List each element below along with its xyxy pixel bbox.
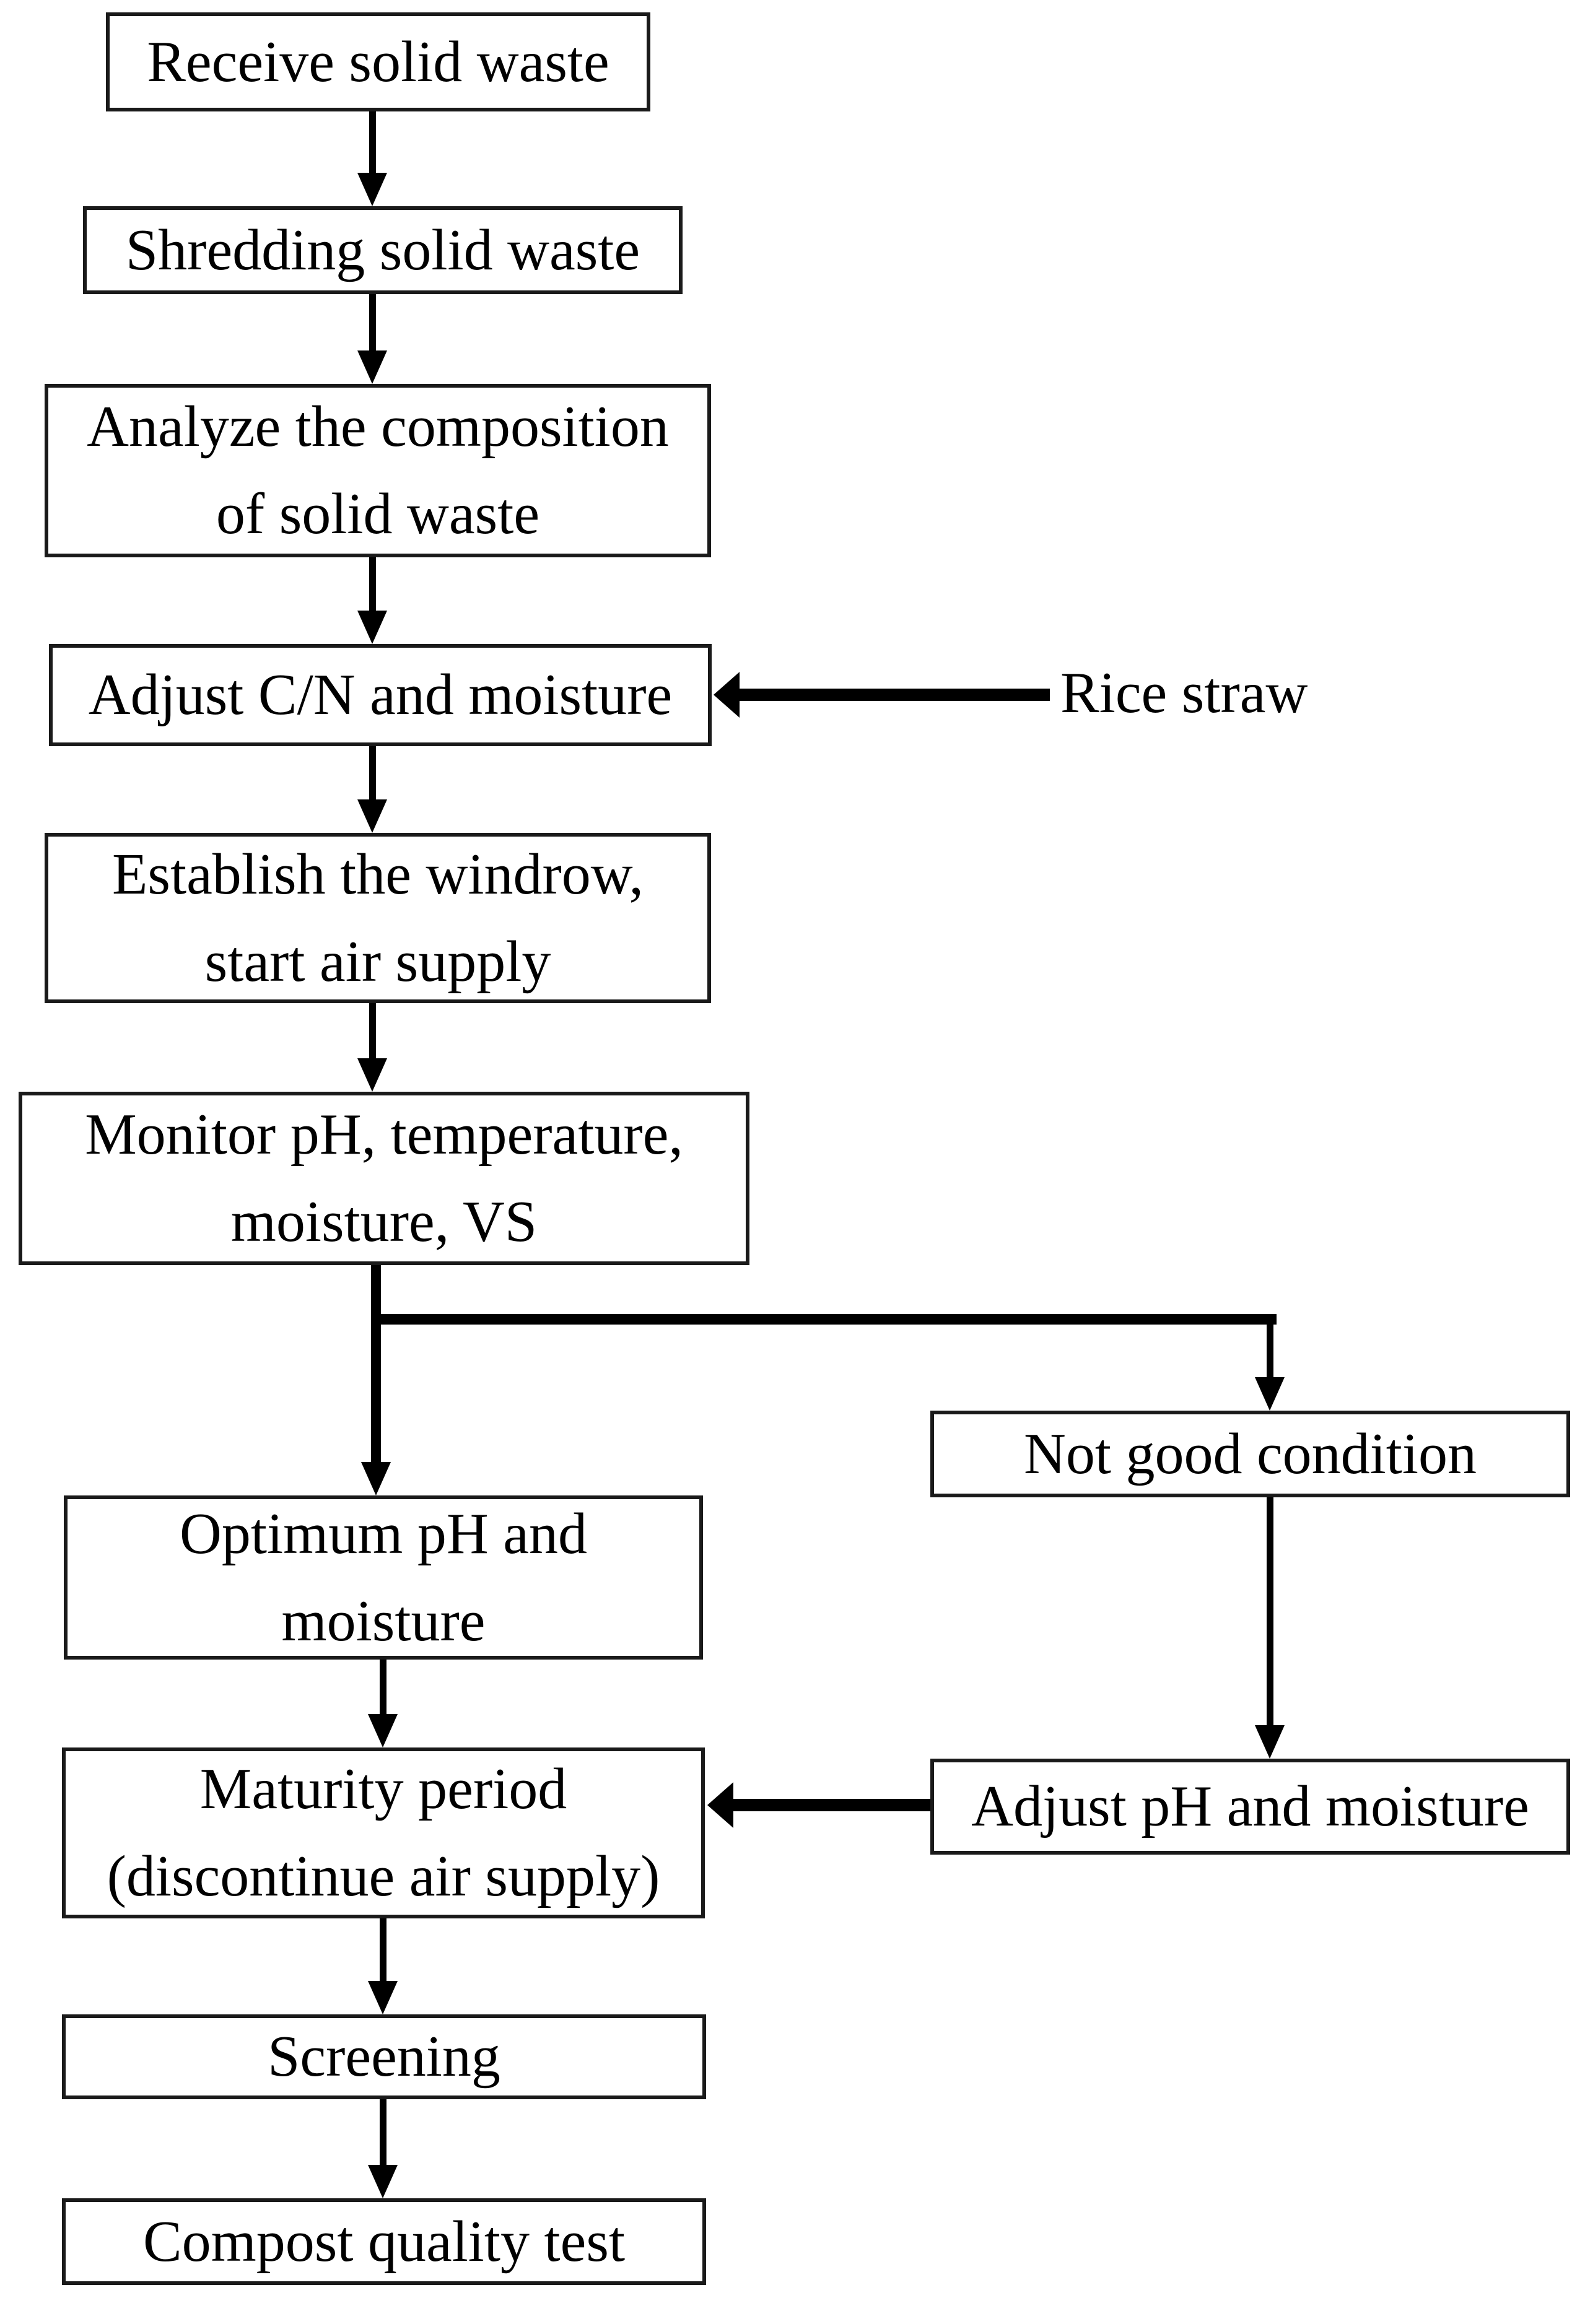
arrow-adjustcn-to-establish-head (357, 799, 387, 833)
node-optimum-ph-moisture: Optimum pH and moisture (64, 1495, 703, 1660)
node-adjust-ph-moisture-label: Adjust pH and moisture (971, 1774, 1529, 1839)
arrow-adjustph-to-maturity-head (707, 1782, 733, 1828)
arrow-ricestraw-to-adjustcn-shaft (737, 689, 1050, 701)
node-receive-solid-waste: Receive solid waste (106, 12, 650, 111)
node-compost-quality-test: Compost quality test (62, 2198, 706, 2285)
node-shredding-solid-waste-label: Shredding solid waste (125, 217, 640, 282)
node-screening-label: Screening (268, 2024, 500, 2089)
node-monitor-parameters: Monitor pH, temperature, moisture, VS (19, 1092, 749, 1265)
branch-line-monitor-to-notgood (371, 1314, 1277, 1325)
label-rice-straw: Rice straw (1060, 661, 1308, 725)
node-screening: Screening (62, 2014, 706, 2099)
node-not-good-condition: Not good condition (930, 1411, 1570, 1497)
node-monitor-parameters-label: Monitor pH, temperature, moisture, VS (85, 1102, 683, 1254)
node-adjust-cn-moisture: Adjust C/N and moisture (49, 644, 712, 746)
arrow-adjustph-to-maturity-shaft (731, 1799, 930, 1811)
arrow-receive-to-shred-shaft (369, 111, 376, 173)
node-establish-windrow: Establish the windrow, start air supply (45, 833, 711, 1003)
arrow-maturity-to-screening-head (368, 1981, 398, 2014)
node-shredding-solid-waste: Shredding solid waste (83, 206, 683, 294)
arrow-monitor-to-optimum-head (361, 1462, 391, 1495)
arrow-notgood-to-adjustph-shaft (1267, 1497, 1273, 1725)
node-establish-windrow-label: Establish the windrow, start air supply (111, 842, 644, 994)
node-receive-solid-waste-label: Receive solid waste (147, 29, 609, 94)
arrow-optimum-to-maturity-shaft (380, 1660, 386, 1714)
arrow-adjustcn-to-establish-shaft (369, 746, 376, 799)
node-adjust-cn-moisture-label: Adjust C/N and moisture (88, 663, 673, 727)
arrow-establish-to-monitor-shaft (369, 1003, 376, 1058)
node-maturity-period-label: Maturity period (discontinue air supply) (107, 1757, 660, 1908)
arrow-monitor-to-optimum-shaft (371, 1265, 381, 1462)
arrow-branch-to-notgood-head (1255, 1377, 1285, 1411)
node-adjust-ph-moisture: Adjust pH and moisture (930, 1759, 1570, 1855)
arrow-shred-to-analyze-shaft (369, 294, 376, 350)
arrow-maturity-to-screening-shaft (380, 1918, 386, 1981)
arrow-branch-to-notgood-shaft (1267, 1314, 1273, 1377)
arrow-analyze-to-adjustcn-head (357, 611, 387, 644)
arrow-screening-to-compost-head (368, 2165, 398, 2198)
arrow-analyze-to-adjustcn-shaft (369, 557, 376, 611)
node-analyze-composition: Analyze the composition of solid waste (45, 384, 711, 557)
arrow-screening-to-compost-shaft (380, 2099, 386, 2165)
node-compost-quality-test-label: Compost quality test (142, 2209, 626, 2274)
arrow-optimum-to-maturity-head (368, 1714, 398, 1747)
arrow-establish-to-monitor-head (357, 1058, 387, 1092)
node-not-good-condition-label: Not good condition (1023, 1421, 1477, 1486)
arrow-receive-to-shred-head (357, 173, 387, 206)
node-maturity-period: Maturity period (discontinue air supply) (62, 1747, 705, 1918)
arrow-shred-to-analyze-head (357, 350, 387, 384)
arrow-notgood-to-adjustph-head (1255, 1725, 1285, 1759)
node-optimum-ph-moisture-label: Optimum pH and moisture (180, 1501, 587, 1653)
arrow-ricestraw-to-adjustcn-head (714, 672, 740, 718)
node-analyze-composition-label: Analyze the composition of solid waste (87, 394, 669, 546)
